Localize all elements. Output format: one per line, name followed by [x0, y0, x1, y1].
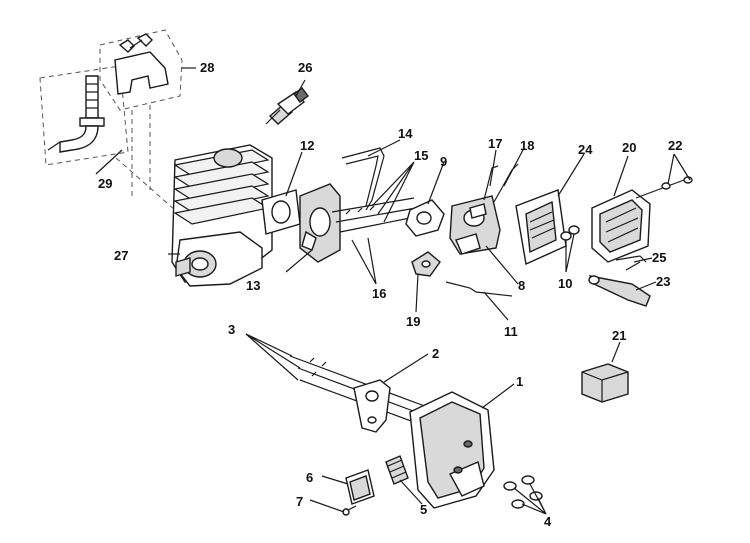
part-2-gasket — [353, 379, 391, 433]
part-1-muffler — [409, 391, 495, 509]
label-1: 1 — [516, 374, 523, 389]
part-7-screw — [342, 505, 357, 516]
label-27: 27 — [114, 248, 128, 263]
part-27-cylinder — [171, 144, 273, 287]
part-25-clip — [615, 255, 647, 271]
part-6-cover — [345, 469, 375, 505]
label-17: 17 — [488, 136, 502, 151]
part-19-clip — [411, 251, 441, 277]
part-14-bail — [341, 147, 385, 211]
part-28-box — [99, 29, 183, 111]
label-21: 21 — [612, 328, 626, 343]
label-24: 24 — [578, 142, 593, 157]
label-4: 4 — [544, 514, 552, 529]
label-5: 5 — [420, 502, 427, 517]
label-13: 13 — [246, 278, 260, 293]
label-11: 11 — [504, 324, 518, 339]
label-14: 14 — [398, 126, 413, 141]
part-8-carburetor — [449, 195, 501, 255]
label-10: 10 — [558, 276, 572, 291]
label-8: 8 — [518, 278, 525, 293]
part-labels: 28 29 26 12 14 15 9 17 18 24 20 22 27 13… — [98, 60, 682, 529]
part-29-hose — [47, 75, 105, 153]
label-25: 25 — [652, 250, 666, 265]
label-28: 28 — [200, 60, 214, 75]
label-22: 22 — [668, 138, 682, 153]
part-20-cover — [591, 189, 651, 263]
label-16: 16 — [372, 286, 386, 301]
label-9: 9 — [440, 154, 447, 169]
part-21-foam — [581, 363, 629, 403]
part-22-screw — [635, 176, 693, 199]
label-19: 19 — [406, 314, 420, 329]
part-5-screen — [385, 455, 409, 485]
part-13-intake — [299, 183, 341, 263]
label-3: 3 — [228, 322, 235, 337]
label-7: 7 — [296, 494, 303, 509]
label-18: 18 — [520, 138, 534, 153]
label-12: 12 — [300, 138, 314, 153]
part-17-linkage — [483, 165, 499, 201]
part-11-rod — [445, 281, 513, 297]
part-4-nuts — [503, 475, 543, 509]
part-12-gasket — [261, 189, 301, 235]
part-29-box — [39, 65, 129, 166]
part-24-filter — [515, 189, 567, 266]
label-23: 23 — [656, 274, 670, 289]
label-26: 26 — [298, 60, 312, 75]
part-26-spark-plug — [265, 87, 309, 125]
leader-lines — [95, 67, 691, 515]
label-20: 20 — [622, 140, 636, 155]
label-29: 29 — [98, 176, 112, 191]
part-9-spacer — [405, 199, 445, 237]
label-2: 2 — [432, 346, 439, 361]
guide-dashed-lines — [115, 105, 176, 211]
part-23-lever — [588, 275, 651, 307]
label-15: 15 — [414, 148, 428, 163]
label-6: 6 — [306, 470, 313, 485]
part-28-bracket — [114, 33, 169, 95]
